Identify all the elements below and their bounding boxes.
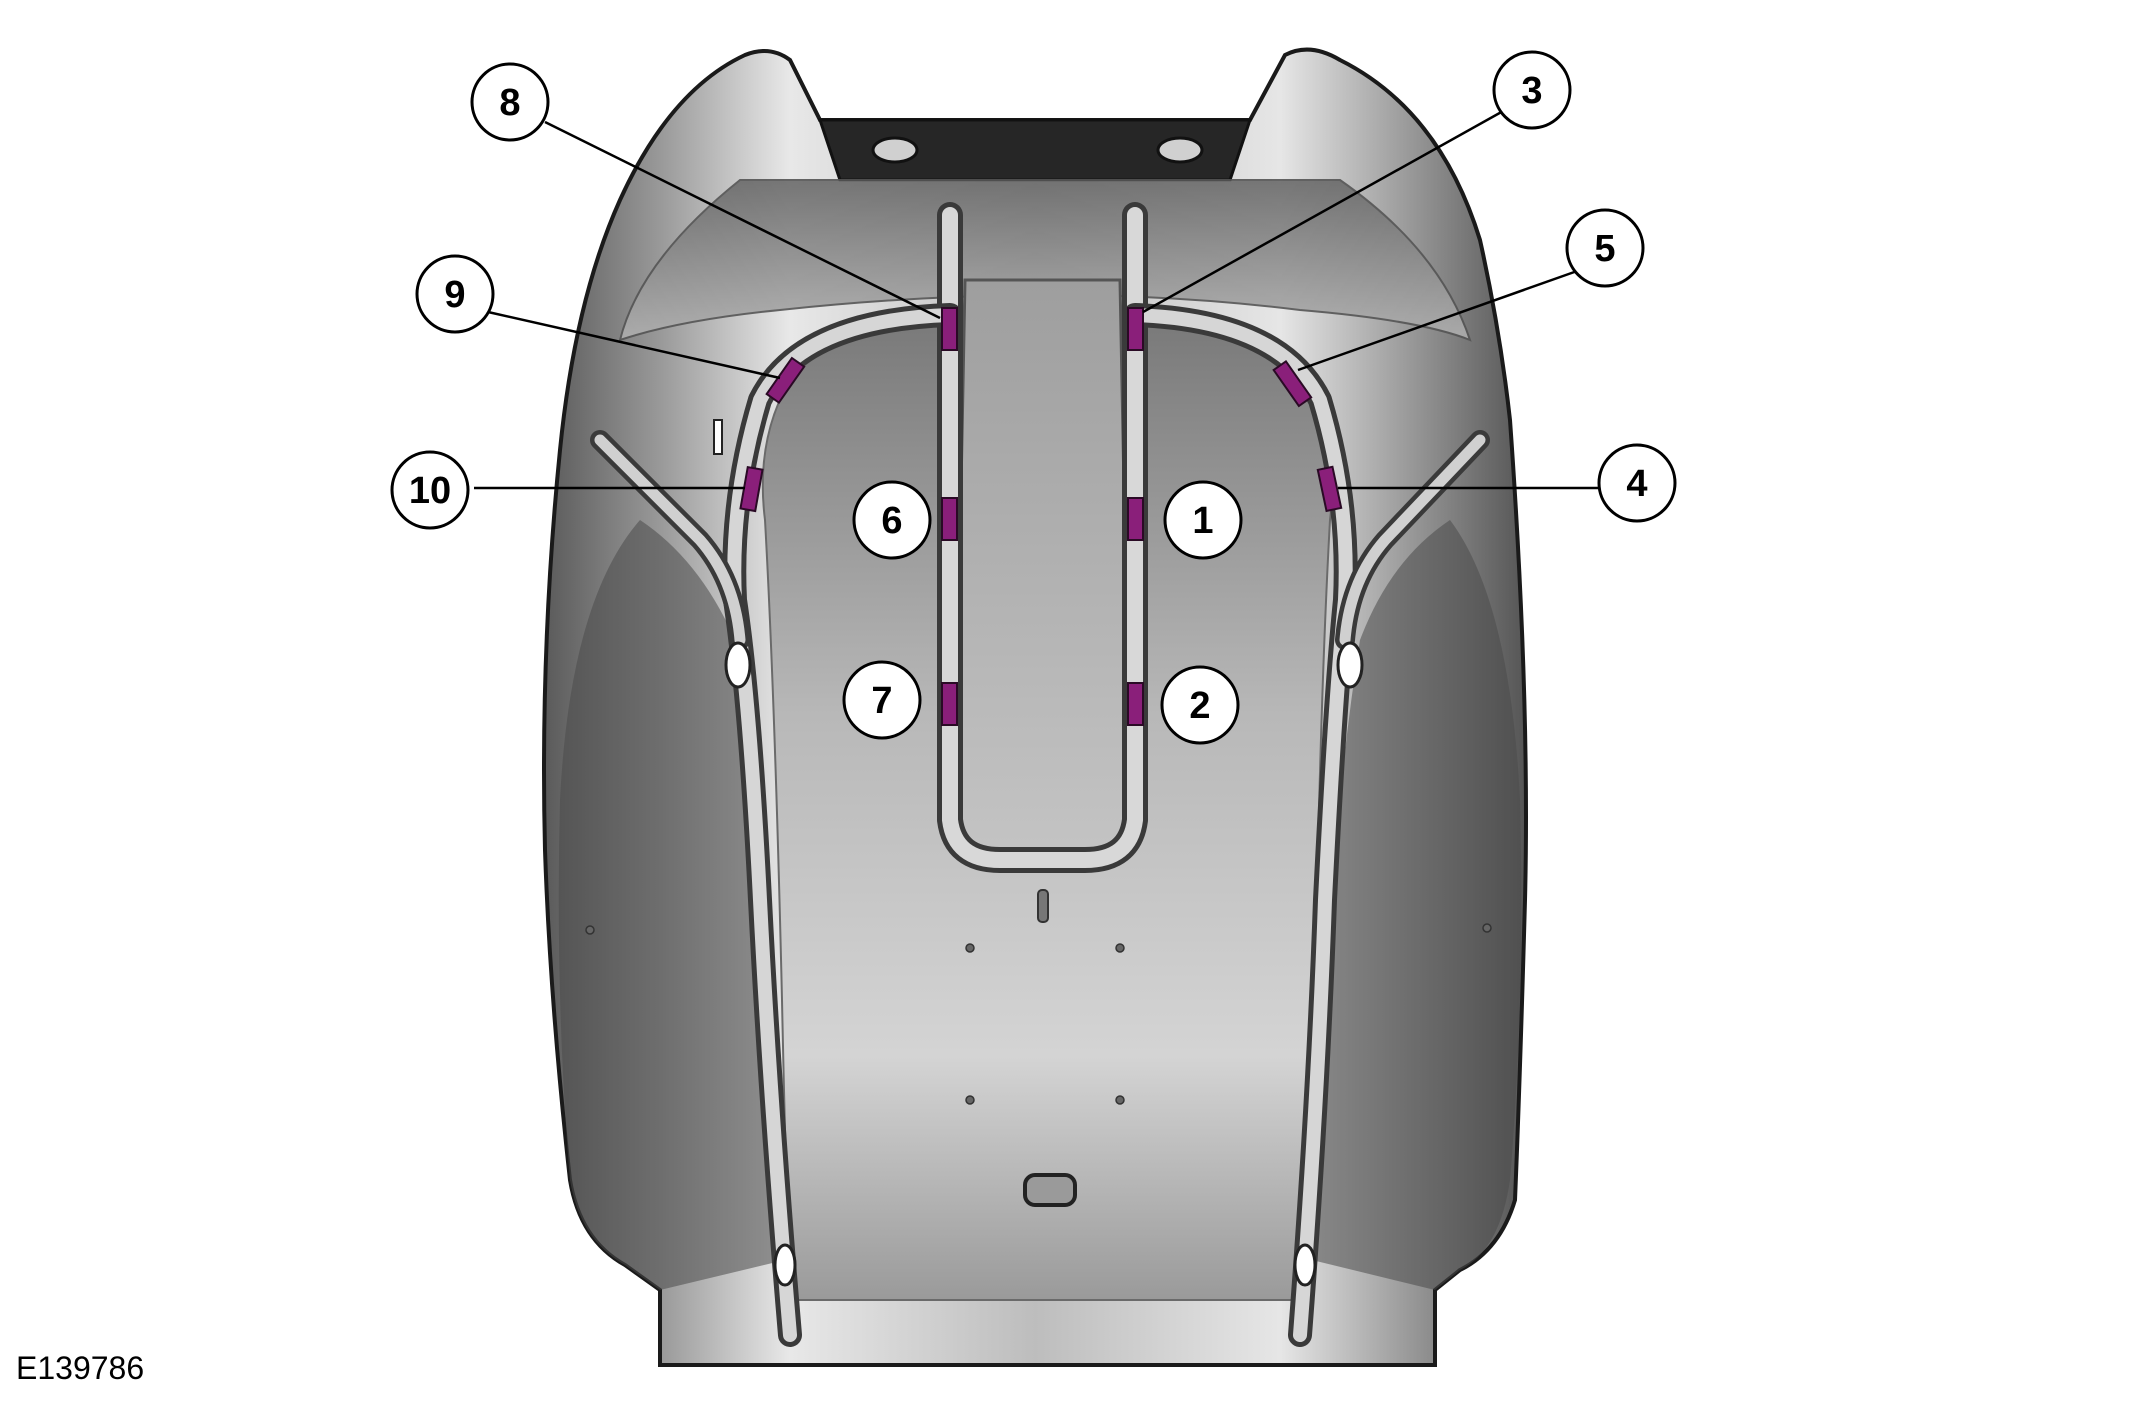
callout-10: 10 — [390, 450, 470, 530]
rod-clip-right — [1336, 641, 1364, 689]
marker-8 — [941, 307, 958, 351]
leader-lines — [474, 108, 1600, 490]
rod-end-left — [773, 1243, 797, 1287]
center-slot — [1037, 889, 1049, 923]
marker-3 — [1127, 307, 1144, 351]
marker-7 — [941, 682, 958, 726]
callout-9: 9 — [415, 254, 495, 334]
callout-5: 5 — [1565, 208, 1645, 288]
bracket-hole-right — [1156, 136, 1204, 164]
upper-panel — [618, 179, 1472, 342]
marker-1 — [1127, 497, 1144, 541]
callout-3-label: 3 — [1521, 70, 1542, 112]
callout-8: 8 — [470, 62, 550, 142]
rod-clip-left — [724, 641, 752, 689]
marker-6 — [941, 497, 958, 541]
rivet-points — [585, 923, 1492, 1105]
callout-8-label: 8 — [499, 82, 520, 124]
callout-6: 6 — [852, 480, 932, 560]
callout-3: 3 — [1492, 50, 1572, 130]
wire-frame — [590, 202, 1490, 1347]
center-tongue — [953, 278, 1132, 862]
callout-4-label: 4 — [1626, 463, 1647, 505]
side-tab — [713, 419, 723, 455]
bracket-hole-left — [871, 136, 919, 164]
callout-7-label: 7 — [871, 680, 892, 722]
figure-id: E139786 — [16, 1350, 145, 1386]
callout-9-label: 9 — [444, 274, 465, 316]
bottom-slot — [1023, 1173, 1077, 1207]
left-side-bolster — [558, 520, 785, 1290]
marker-2 — [1127, 682, 1144, 726]
mounting-markers — [739, 307, 1343, 726]
marker-5 — [1272, 359, 1313, 408]
callout-2: 2 — [1160, 665, 1240, 745]
callout-6-label: 6 — [881, 500, 902, 542]
callout-5-label: 5 — [1594, 228, 1615, 270]
callout-4: 4 — [1597, 443, 1677, 523]
callout-7: 7 — [842, 660, 922, 740]
callout-10-label: 10 — [409, 470, 451, 512]
right-side-bolster — [1312, 520, 1522, 1290]
callout-1-label: 1 — [1192, 500, 1213, 542]
marker-4 — [1316, 465, 1343, 513]
callout-1: 1 — [1163, 480, 1243, 560]
callout-2-label: 2 — [1189, 685, 1210, 727]
rod-end-right — [1293, 1243, 1317, 1287]
marker-9 — [765, 356, 806, 405]
